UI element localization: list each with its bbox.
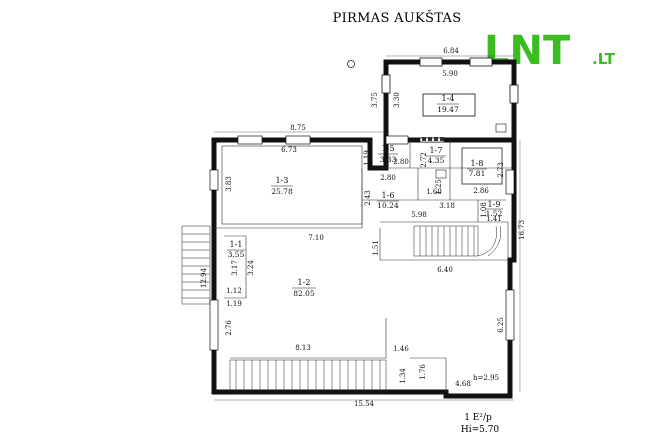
room-1-3: 1-3 25.78 xyxy=(271,176,293,196)
svg-text:1-7: 1-7 xyxy=(430,146,443,155)
stairs-entrance xyxy=(229,359,387,393)
plan-footer: 1 E²/p Hi=5.70 xyxy=(461,413,500,435)
dim-8-75: 8.75 xyxy=(290,124,306,132)
room-1-6: 1-610.24 xyxy=(377,191,399,210)
room-1-5: 1-5 3.33 xyxy=(378,144,398,164)
dim-6-25: 6.25 xyxy=(497,317,505,333)
svg-text:25.78: 25.78 xyxy=(271,187,293,196)
stove-marks xyxy=(422,137,444,141)
footer-scale: 1 E²/p xyxy=(464,413,492,423)
dim-6-73: 6.73 xyxy=(281,146,297,154)
svg-text:7.81: 7.81 xyxy=(469,169,486,178)
room-labels: 1-4 19.47 1-3 25.78 1-5 3.33 1-74.35 1-87.8… xyxy=(227,94,503,298)
dim-1-60: 1.60 xyxy=(426,188,442,196)
dim-5-98: 5.98 xyxy=(411,211,427,219)
dim-15-54: 15.54 xyxy=(354,400,375,408)
dim-12-94: 12.94 xyxy=(200,267,208,288)
room-1-4: 1-4 19.47 xyxy=(437,94,459,114)
svg-text:LNT: LNT xyxy=(484,28,571,74)
svg-text:1-3: 1-3 xyxy=(276,176,289,185)
dim-1-12: 1.12 xyxy=(226,287,242,295)
stairs-terrace xyxy=(181,225,211,305)
dim-2-76: 2.76 xyxy=(225,320,233,336)
dim-2-73: 2.73 xyxy=(497,162,505,178)
dim-6-40: 6.40 xyxy=(437,266,453,274)
dim-3-75: 3.75 xyxy=(371,92,379,108)
dim-1-51: 1.51 xyxy=(372,240,380,256)
dim-1-19-a: 1.19 xyxy=(363,150,371,166)
svg-text:1-4: 1-4 xyxy=(442,94,455,103)
dim-2-80-a: 2.80 xyxy=(393,158,409,166)
svg-text:1.52: 1.52 xyxy=(486,209,503,218)
dim-1-19-b: 1.19 xyxy=(226,300,242,308)
room-1-1: 1-13.55 xyxy=(227,240,245,259)
svg-text:82.05: 82.05 xyxy=(293,289,315,298)
svg-text:3.55: 3.55 xyxy=(228,250,245,259)
room-1-8-box xyxy=(461,147,503,185)
dim-1-08: 1.08 xyxy=(480,202,488,218)
svg-text:1-1: 1-1 xyxy=(230,240,243,249)
lnt-logo: LNT .LT xyxy=(484,28,616,74)
dim-3-17: 3.17 xyxy=(231,260,239,276)
footer-height: Hi=5.70 xyxy=(461,425,500,435)
dim-3-18: 3.18 xyxy=(439,202,455,210)
svg-text:4.35: 4.35 xyxy=(428,156,445,165)
room-1-8: 1-87.81 xyxy=(467,159,487,178)
svg-text:1-6: 1-6 xyxy=(382,191,395,200)
dim-1-46: 1.46 xyxy=(393,345,409,353)
stairs-inner xyxy=(413,225,501,257)
dim-2-43: 2.43 xyxy=(364,190,372,206)
sink-icon xyxy=(435,169,447,179)
svg-text:1-2: 1-2 xyxy=(298,278,311,287)
ceiling-height: h=2.95 xyxy=(473,374,499,382)
dim-2-80-b: 2.80 xyxy=(380,174,396,182)
windows xyxy=(209,135,515,351)
dim-2-72: 2.72 xyxy=(420,152,428,168)
svg-text:.LT: .LT xyxy=(592,50,616,68)
dim-1-34: 1.34 xyxy=(399,368,407,384)
svg-text:1-9: 1-9 xyxy=(488,200,501,209)
svg-text:1-8: 1-8 xyxy=(471,159,484,168)
room-1-2: 1-2 82.05 xyxy=(292,278,316,298)
dim-2-86: 2.86 xyxy=(473,187,489,195)
main-walls xyxy=(211,137,517,399)
dim-1-41: 1.41 xyxy=(486,215,502,223)
dim-1-76: 1.76 xyxy=(419,364,427,380)
room-1-9: 1-91.52 xyxy=(485,200,503,218)
room-1-7: 1-74.35 xyxy=(426,146,446,165)
svg-text:1-5: 1-5 xyxy=(382,144,395,153)
svg-text:10.24: 10.24 xyxy=(377,201,399,210)
dim-3-24: 3.24 xyxy=(247,260,255,276)
dim-3-83: 3.83 xyxy=(225,176,233,192)
dim-8-13: 8.13 xyxy=(295,344,311,352)
dimension-labels: 6.84 5.90 3.75 3.30 8.75 6.73 3.83 1.19 … xyxy=(200,47,526,408)
dim-3-30: 3.30 xyxy=(393,92,401,108)
svg-text:19.47: 19.47 xyxy=(437,105,459,114)
dimension-lines xyxy=(214,55,521,401)
dim-7-10: 7.10 xyxy=(308,234,324,242)
plan-title: PIRMAS AUKŠTAS xyxy=(333,9,462,26)
dim-5-90: 5.90 xyxy=(442,70,458,78)
marker-circle xyxy=(347,60,355,68)
svg-text:3.33: 3.33 xyxy=(380,155,397,164)
dim-4-68: 4.68 xyxy=(455,380,471,388)
dim-1-25: 1.25 xyxy=(435,179,443,195)
dim-6-84: 6.84 xyxy=(443,47,459,55)
dim-16-73: 16.73 xyxy=(518,220,526,240)
